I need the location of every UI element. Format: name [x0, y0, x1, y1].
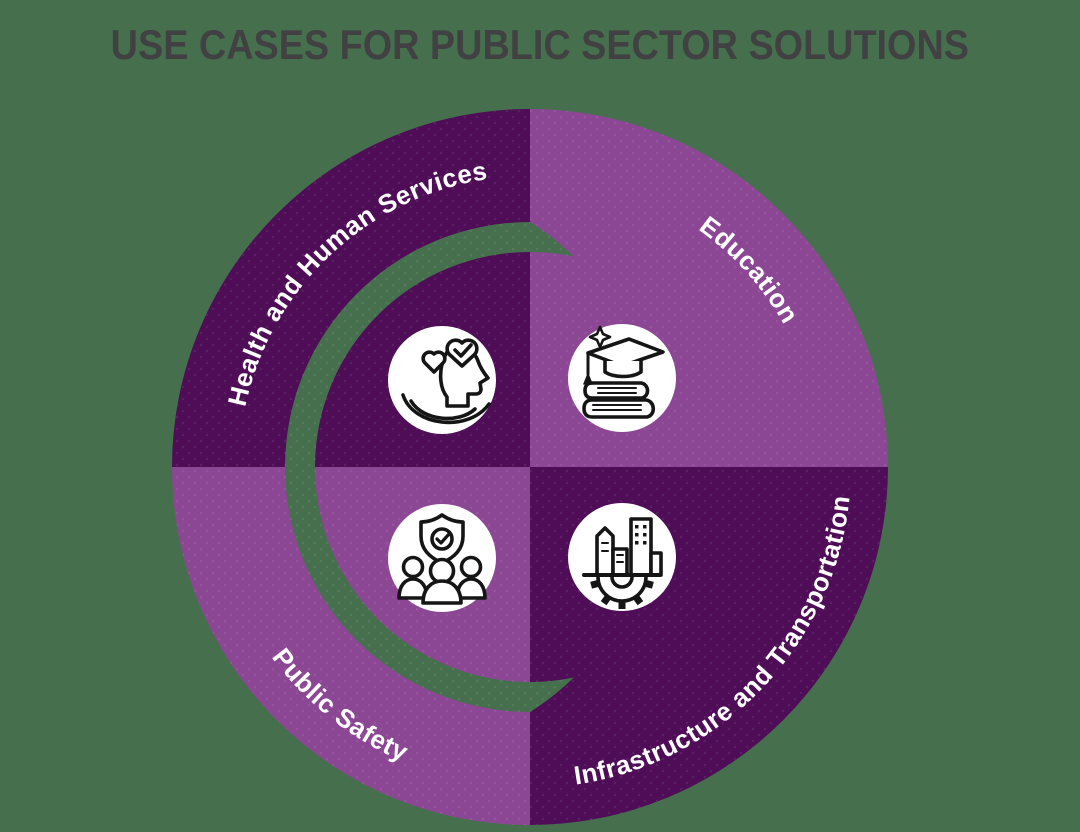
dot-texture-overlay-inner — [315, 252, 745, 682]
city-skyline-gear-icon — [582, 517, 663, 609]
dot-texture-overlay — [171, 108, 889, 826]
health-head-hearts-hand-icon — [401, 338, 491, 425]
page-title: USE CASES FOR PUBLIC SECTOR SOLUTIONS — [0, 21, 1080, 68]
page-title-text: USE CASES FOR PUBLIC SECTOR SOLUTIONS — [110, 21, 970, 68]
people-shield-check-icon — [397, 513, 487, 605]
graduation-cap-books-icon — [582, 325, 665, 419]
